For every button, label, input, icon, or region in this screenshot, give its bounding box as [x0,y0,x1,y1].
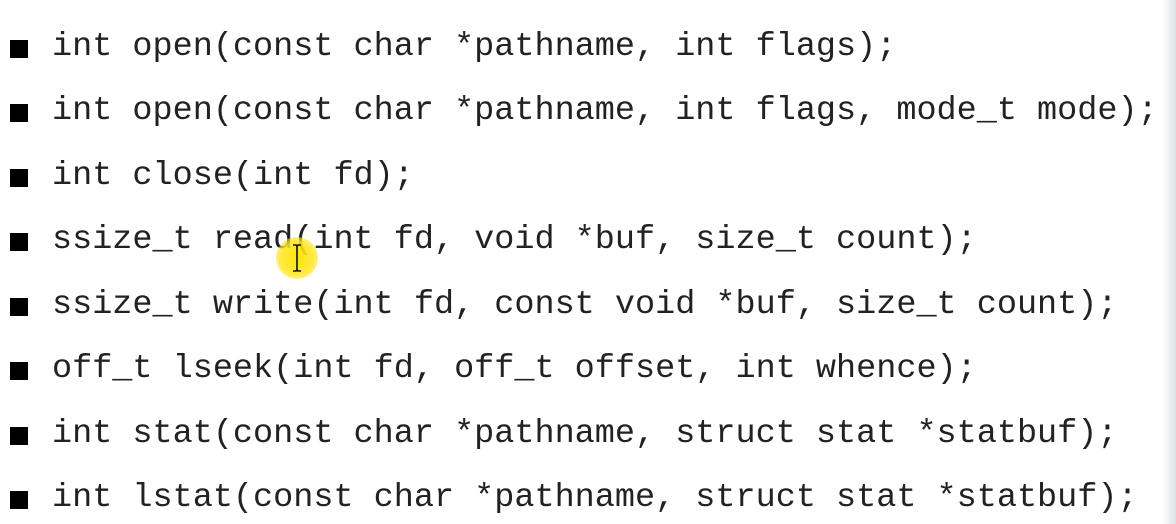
function-signature: ssize_t read(int fd, void *buf, size_t c… [52,221,977,259]
function-signature: int stat(const char *pathname, struct st… [52,415,1118,453]
function-signature: ssize_t write(int fd, const void *buf, s… [52,286,1118,324]
function-signature: int lstat(const char *pathname, struct s… [52,479,1138,517]
function-signature: int open(const char *pathname, int flags… [52,28,897,66]
list-item: off_t lseek(int fd, off_t offset, int wh… [0,349,1160,389]
function-signature: int close(int fd); [52,157,414,195]
list-item: int open(const char *pathname, int flags… [0,27,1160,67]
list-item: int close(int fd); [0,156,1160,196]
square-bullet-icon [10,104,28,122]
function-signature: off_t lseek(int fd, off_t offset, int wh… [52,350,977,388]
function-signature: int open(const char *pathname, int flags… [52,92,1158,130]
list-item: int stat(const char *pathname, struct st… [0,414,1160,454]
square-bullet-icon [10,298,28,316]
list-item: ssize_t write(int fd, const void *buf, s… [0,285,1160,325]
square-bullet-icon [10,233,28,251]
square-bullet-icon [10,40,28,58]
square-bullet-icon [10,491,28,509]
list-item: ssize_t read(int fd, void *buf, size_t c… [0,220,1160,260]
square-bullet-icon [10,169,28,187]
window-edge [1162,0,1176,524]
list-item: int open(const char *pathname, int flags… [0,91,1160,131]
square-bullet-icon [10,427,28,445]
square-bullet-icon [10,362,28,380]
text-cursor-icon [293,244,301,272]
list-item: int lstat(const char *pathname, struct s… [0,478,1160,518]
